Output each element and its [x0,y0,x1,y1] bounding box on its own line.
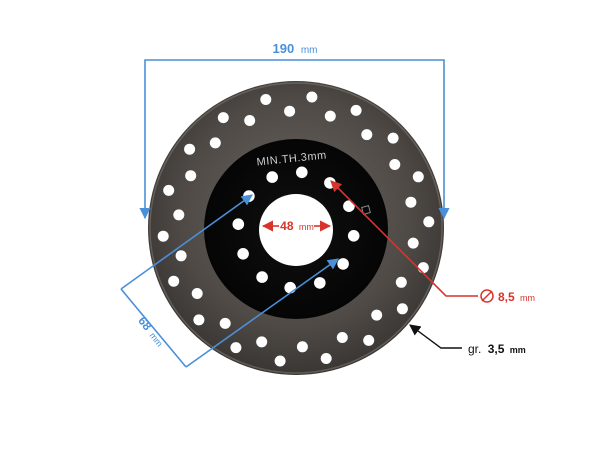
ventilation-hole [284,105,296,117]
outer-diameter-value: 190 [273,41,295,56]
ventilation-hole [173,209,185,221]
bolt-circle-unit: mm [148,331,165,349]
svg-text:48 mm: 48 mm [280,219,314,233]
bolt-circle-baseline [120,288,187,368]
ventilation-hole [175,250,187,262]
ventilation-hole [157,230,169,242]
bolt-circle-value: 68 [135,314,154,333]
mounting-hole [256,271,268,283]
dimension-outer-diameter: 190 mm [139,41,450,220]
ventilation-hole [306,91,318,103]
ventilation-hole [361,129,373,141]
thickness-prefix: gr. [468,342,481,356]
hole-diameter-unit: mm [520,293,535,303]
bolt-circle-arrow-bottom [185,258,339,368]
ventilation-hole [256,336,268,348]
svg-text:8,5 mm: 8,5 mm [498,290,535,304]
ventilation-hole [324,110,336,122]
hole-diameter-leader [330,180,478,297]
ventilation-hole [320,353,332,364]
diameter-symbol-icon [480,289,494,303]
ventilation-hole [260,94,272,105]
ventilation-hole [168,275,180,287]
mounting-hole [296,166,308,179]
ventilation-hole [209,137,221,149]
ventilation-hole [336,332,348,343]
disc-rim-sheen [149,82,443,374]
ventilation-hole [274,355,286,367]
ventilation-hole [219,317,231,329]
ventilation-hole [389,159,401,170]
ventilation-hole [296,341,308,353]
ventilation-hole [193,314,205,326]
ventilation-hole [184,143,196,155]
ventilation-hole [395,276,407,288]
ventilation-hole [350,104,362,116]
mounting-hole [232,218,245,230]
ventilation-hole [163,184,175,196]
thickness-leader [409,324,462,349]
outer-diameter-unit: mm [301,45,318,56]
ventilation-hole [405,196,417,208]
thickness-unit: mm [510,345,526,355]
ventilation-hole [363,334,375,346]
mounting-hole [347,230,360,242]
mounting-hole [237,248,249,260]
dimension-thickness: gr. 3,5 mm [409,324,526,356]
mounting-hole [266,171,279,183]
outer-diameter-bracket [139,59,450,220]
ventilation-hole [387,132,399,144]
ventilation-hole [423,216,435,228]
ventilation-hole [217,112,229,124]
ventilation-hole [396,303,408,315]
center-bore-unit: mm [299,222,314,232]
mounting-hole [314,277,326,289]
mounting-hole [337,258,349,270]
mounting-hole [284,281,297,294]
svg-text:190 mm: 190 mm [273,41,318,56]
bolt-circle-arrow-top [120,194,253,290]
dimension-bolt-circle: 68 mm [120,194,339,368]
ventilation-hole [412,171,424,183]
ventilation-hole [244,115,256,126]
ventilation-hole [407,237,419,249]
hole-diameter-value: 8,5 [498,290,515,304]
ventilation-hole [230,342,242,354]
center-bore-value: 48 [280,219,294,233]
ventilation-hole [191,288,203,299]
ventilation-hole [185,170,197,182]
thickness-value: 3,5 [488,342,505,356]
svg-text:68 mm: 68 mm [135,314,167,349]
ventilation-hole [417,262,429,274]
dimension-center-bore: 48 mm [261,219,332,233]
ventilation-hole [371,309,383,321]
dimension-hole-diameter: 8,5 mm [330,180,535,304]
svg-text:gr. 3,5 mm: gr. 3,5 mm [468,342,526,356]
